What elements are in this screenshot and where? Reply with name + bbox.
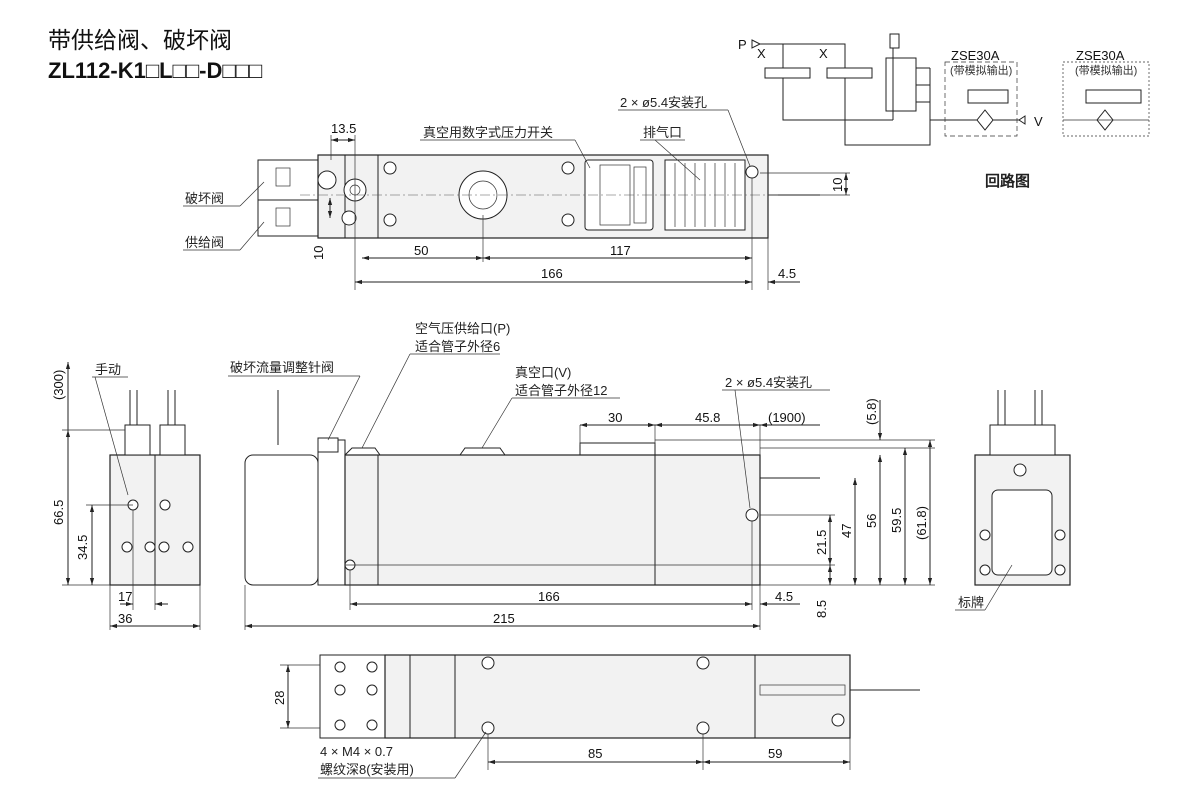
switch-label: 真空用数字式压力开关 bbox=[423, 125, 553, 140]
dim-45-8: 45.8 bbox=[695, 410, 720, 425]
dim-5-8: (5.8) bbox=[864, 398, 879, 425]
mount-hole-label: 2 × ø5.4安装孔 bbox=[620, 95, 707, 110]
circuit-diagram: P X X ZSE30A (带模拟输出) V ZSE30A (带模拟输出) 回路… bbox=[738, 33, 1150, 190]
dim-47: 47 bbox=[839, 524, 854, 538]
break-valve-label: 破坏阀 bbox=[185, 191, 224, 206]
vacuum-tube-label: 适合管子外径12 bbox=[515, 383, 607, 398]
dim-85: 85 bbox=[588, 746, 602, 761]
sensor1-note: (带模拟输出) bbox=[950, 63, 1012, 77]
dim-59: 59 bbox=[768, 746, 782, 761]
thread-label: 4 × M4 × 0.7 bbox=[320, 744, 393, 759]
supply-port-label: 空气压供给口(P) bbox=[415, 321, 510, 336]
exhaust-label: 排气口 bbox=[643, 125, 682, 140]
dim-28: 28 bbox=[272, 691, 287, 705]
dim-4-5: 4.5 bbox=[778, 266, 796, 281]
dim-36: 36 bbox=[118, 611, 132, 626]
dim-117: 117 bbox=[610, 243, 631, 258]
needle-valve-knob bbox=[317, 437, 339, 453]
sensor2-note: (带模拟输出) bbox=[1075, 63, 1137, 77]
dim-13-5: 13.5 bbox=[331, 121, 356, 136]
page-title: 带供给阀、破坏阀 bbox=[48, 27, 232, 53]
nameplate bbox=[991, 489, 1053, 576]
sensor2-name: ZSE30A bbox=[1076, 48, 1125, 63]
manual-label: 手动 bbox=[95, 362, 121, 377]
bottom-view: 28 4 × M4 × 0.7 螺纹深8(安装用) 85 59 bbox=[272, 654, 920, 779]
nameplate-label: 标牌 bbox=[958, 595, 984, 610]
side-dim-4-5: 4.5 bbox=[775, 589, 793, 604]
port-p: P bbox=[738, 37, 747, 52]
dim-50: 50 bbox=[414, 243, 428, 258]
sensor1-name: ZSE30A bbox=[951, 48, 1000, 63]
supply-valve-body bbox=[257, 199, 319, 237]
dim-10-left: 10 bbox=[311, 246, 326, 260]
front-view: (300) 手动 66.5 34.5 17 36 bbox=[51, 362, 201, 630]
dim-166: 166 bbox=[541, 266, 563, 281]
needle-valve-label: 破坏流量调整针阀 bbox=[230, 360, 334, 375]
port-x1: X bbox=[757, 46, 766, 61]
dim-300: (300) bbox=[51, 370, 66, 400]
dim-66-5: 66.5 bbox=[51, 500, 66, 525]
dim-215: 215 bbox=[493, 611, 515, 626]
model-number: ZL112-K1□L□□-D□□□ bbox=[48, 58, 262, 83]
dim-34-5: 34.5 bbox=[75, 535, 90, 560]
dim-1900: (1900) bbox=[768, 410, 806, 425]
dim-21-5: 21.5 bbox=[814, 530, 829, 555]
right-view: 标牌 bbox=[955, 390, 1071, 611]
port-x2: X bbox=[819, 46, 828, 61]
port-v: V bbox=[1034, 114, 1043, 129]
dim-56: 56 bbox=[864, 514, 879, 528]
side-view: 破坏流量调整针阀 空气压供给口(P) 适合管子外径6 真空口(V) 适合管子外径… bbox=[228, 321, 935, 630]
dim-61-8: (61.8) bbox=[914, 506, 929, 540]
dim-17: 17 bbox=[118, 589, 132, 604]
mount-hole bbox=[745, 165, 759, 179]
supply-valve-label: 供给阀 bbox=[185, 235, 224, 250]
vacuum-port-label: 真空口(V) bbox=[515, 365, 571, 380]
dim-8-5: 8.5 bbox=[814, 600, 829, 618]
side-dim-166: 166 bbox=[538, 589, 560, 604]
supply-tube-label: 适合管子外径6 bbox=[415, 339, 500, 354]
dim-30: 30 bbox=[608, 410, 622, 425]
side-mount-hole-label: 2 × ø5.4安装孔 bbox=[725, 375, 812, 390]
dim-59-5: 59.5 bbox=[889, 508, 904, 533]
thread-depth-label: 螺纹深8(安装用) bbox=[320, 762, 414, 777]
dim-10-right: 10 bbox=[830, 178, 845, 192]
top-view: 13.5 真空用数字式压力开关 排气口 2 × ø5.4安装孔 破坏阀 供给阀 … bbox=[183, 95, 850, 290]
break-valve-body bbox=[257, 159, 319, 201]
circuit-title: 回路图 bbox=[985, 172, 1030, 190]
